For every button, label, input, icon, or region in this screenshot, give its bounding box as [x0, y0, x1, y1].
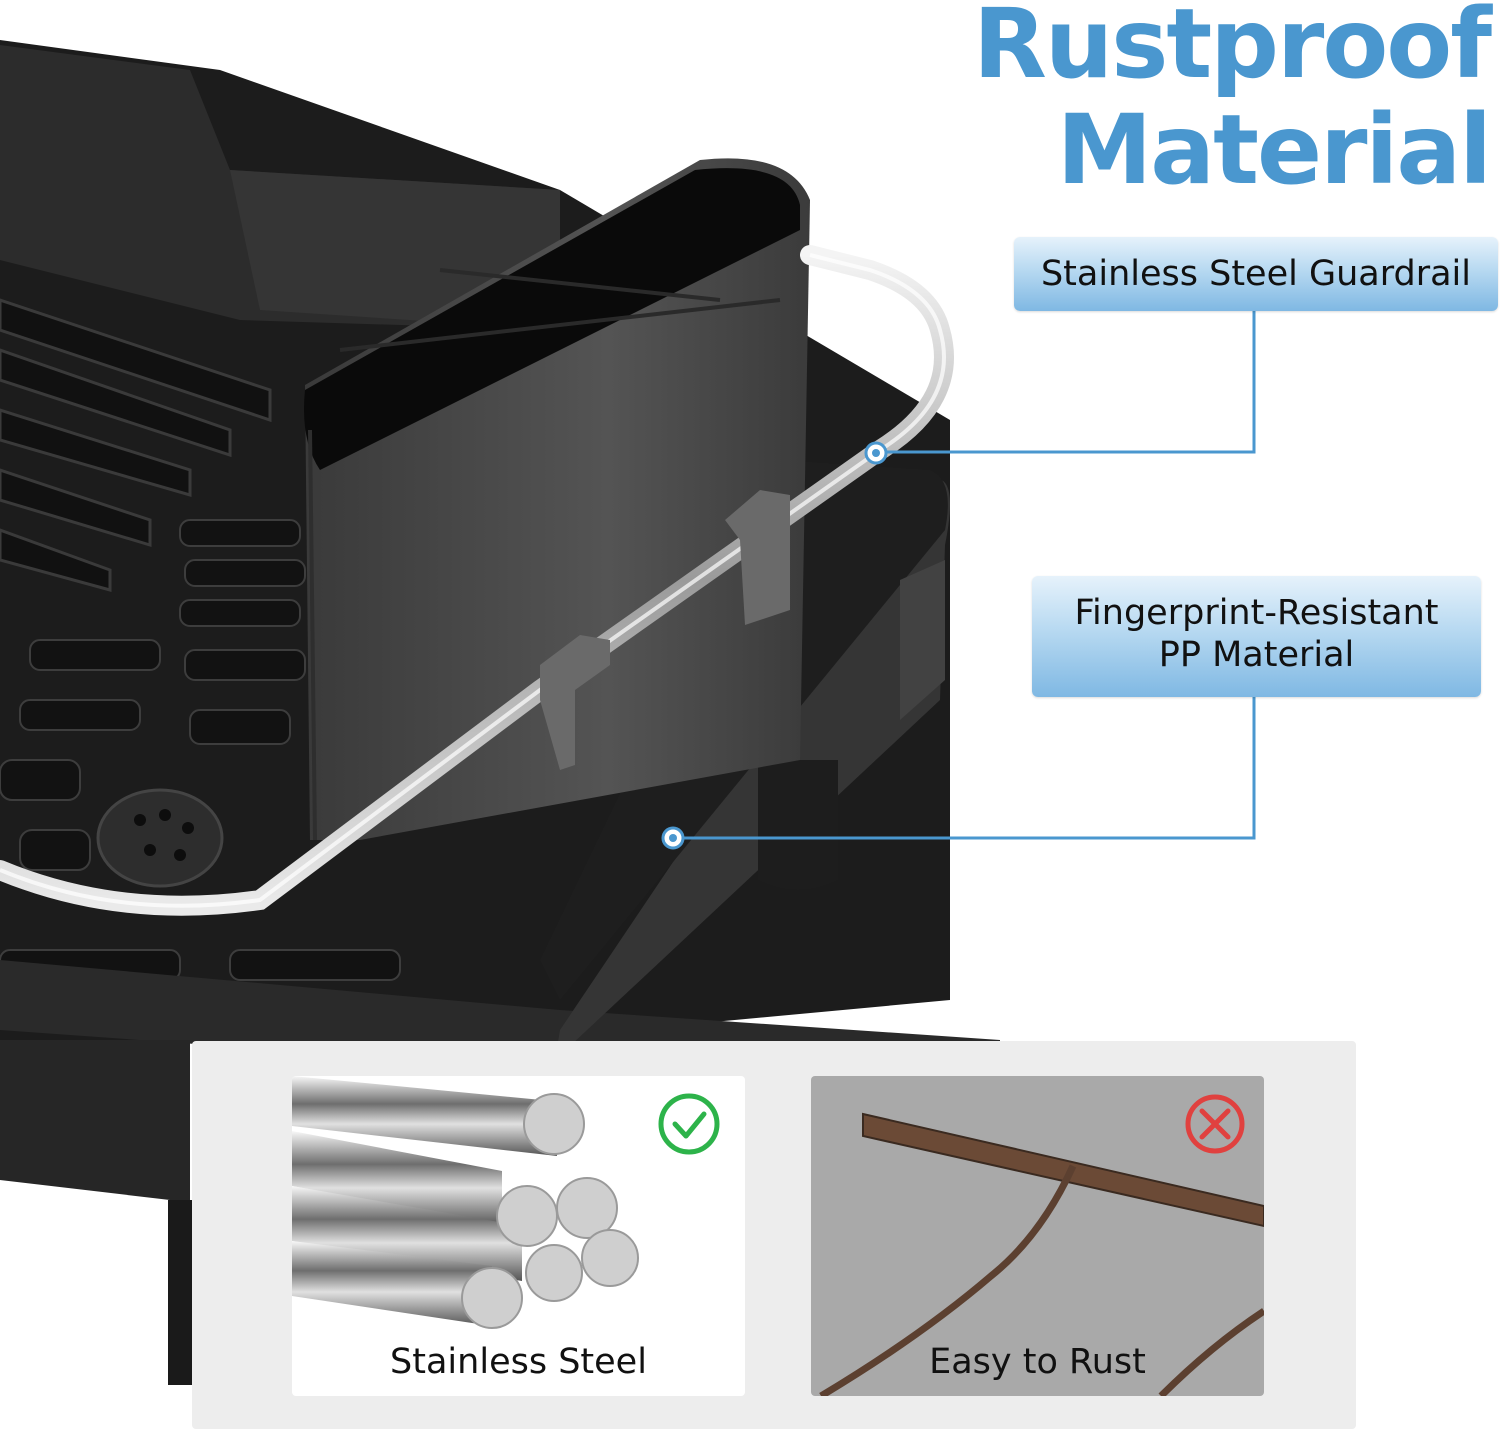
page-title: Rustproof Material [972, 0, 1492, 206]
easy-to-rust-card: Easy to Rust [811, 1076, 1264, 1396]
steel-rods-image [292, 1076, 720, 1329]
check-circle-icon [658, 1093, 720, 1155]
callout-pp-line1: Fingerprint-Resistant [1074, 593, 1439, 633]
callout-pp-material: Fingerprint-Resistant PP Material [1032, 576, 1481, 697]
callout-guardrail-label: Stainless Steel Guardrail [1040, 254, 1472, 294]
easy-to-rust-label: Easy to Rust [929, 1342, 1146, 1382]
stainless-steel-label: Stainless Steel [390, 1342, 647, 1382]
rusty-rod-image [819, 1094, 1264, 1396]
callout-guardrail: Stainless Steel Guardrail [1014, 237, 1498, 311]
x-circle-icon [1185, 1094, 1245, 1154]
stainless-steel-card: Stainless Steel [292, 1076, 745, 1396]
callout-pp-line2: PP Material [1158, 635, 1355, 675]
